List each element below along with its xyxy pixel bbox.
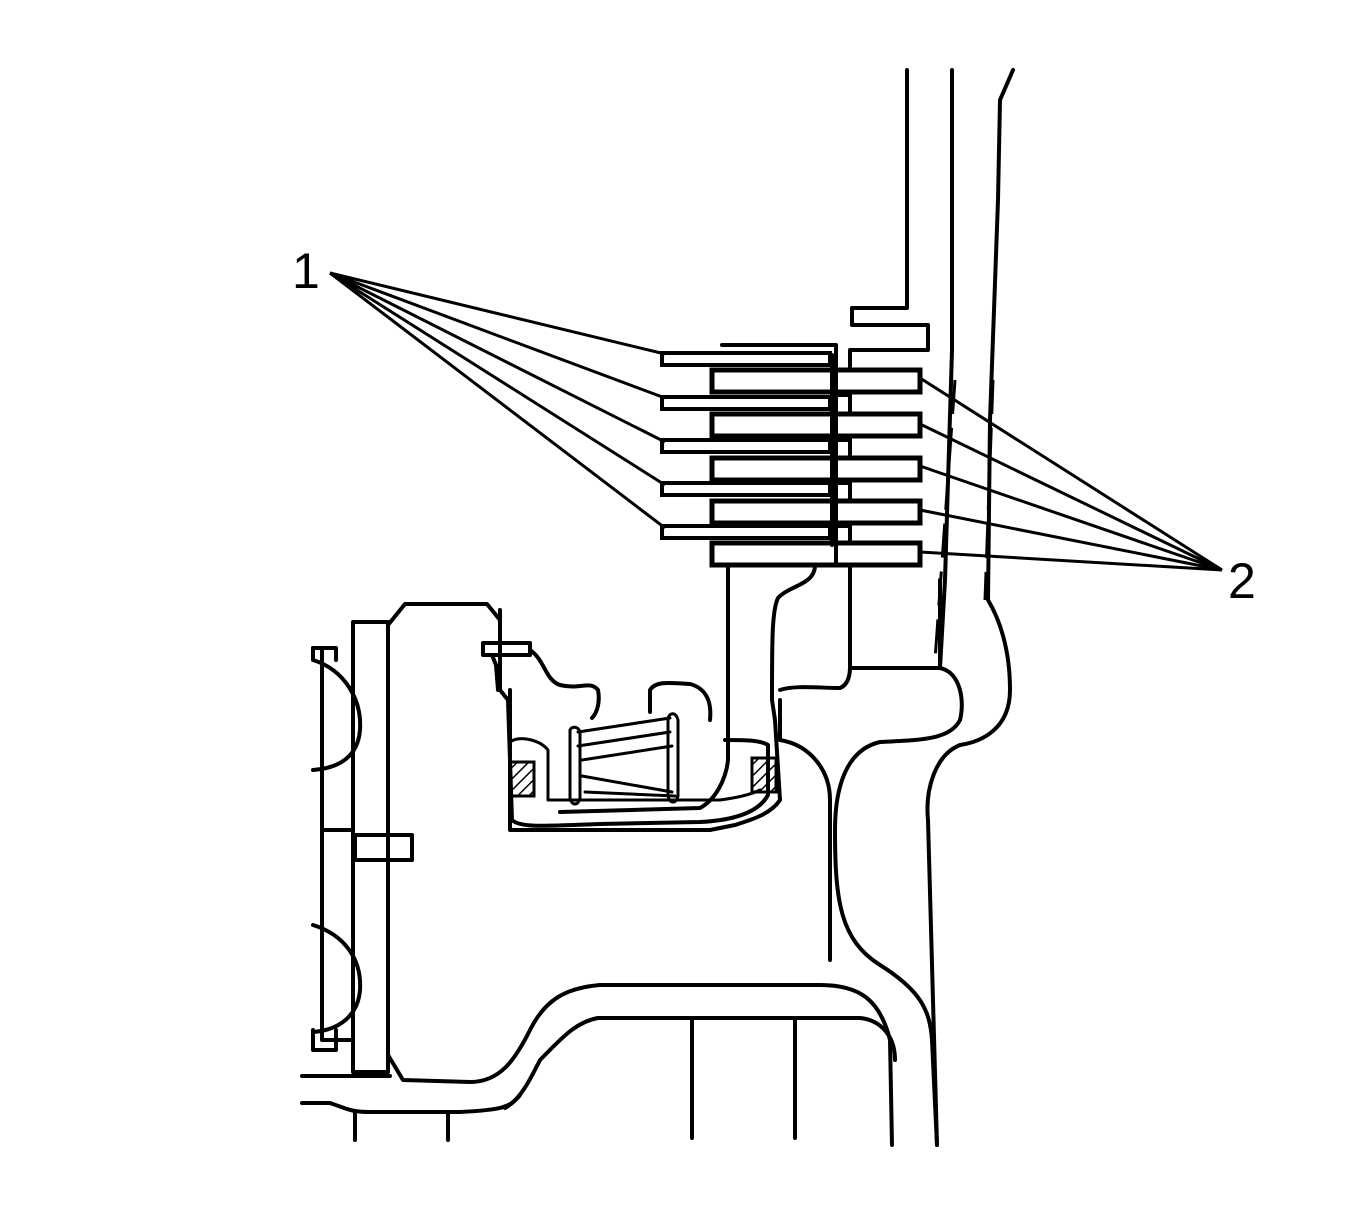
disc-4 — [660, 481, 832, 497]
friction-discs — [660, 343, 852, 567]
disc-5 — [660, 524, 832, 540]
disc-1 — [660, 351, 832, 367]
plate-1 — [709, 367, 923, 395]
left-housing — [300, 602, 897, 1147]
seal-left — [508, 760, 536, 798]
callout-label-1: 1 — [292, 243, 320, 299]
seal-right — [750, 756, 778, 794]
left-bearings — [311, 646, 414, 1052]
leader-lines-1 — [329, 271, 666, 530]
housing-outline — [833, 68, 1015, 1147]
plate-2 — [709, 411, 923, 439]
clutch-plates — [709, 367, 923, 568]
plate-3 — [709, 455, 923, 483]
callout-label-2: 2 — [1228, 553, 1256, 609]
hub-body — [508, 563, 852, 962]
plate-5 — [709, 540, 923, 568]
disc-3 — [660, 438, 832, 454]
piston-assembly — [481, 608, 778, 828]
spacer-block — [353, 833, 414, 862]
disc-2 — [660, 395, 832, 411]
leader-lines-2 — [919, 376, 1223, 572]
plate-4 — [709, 498, 923, 526]
